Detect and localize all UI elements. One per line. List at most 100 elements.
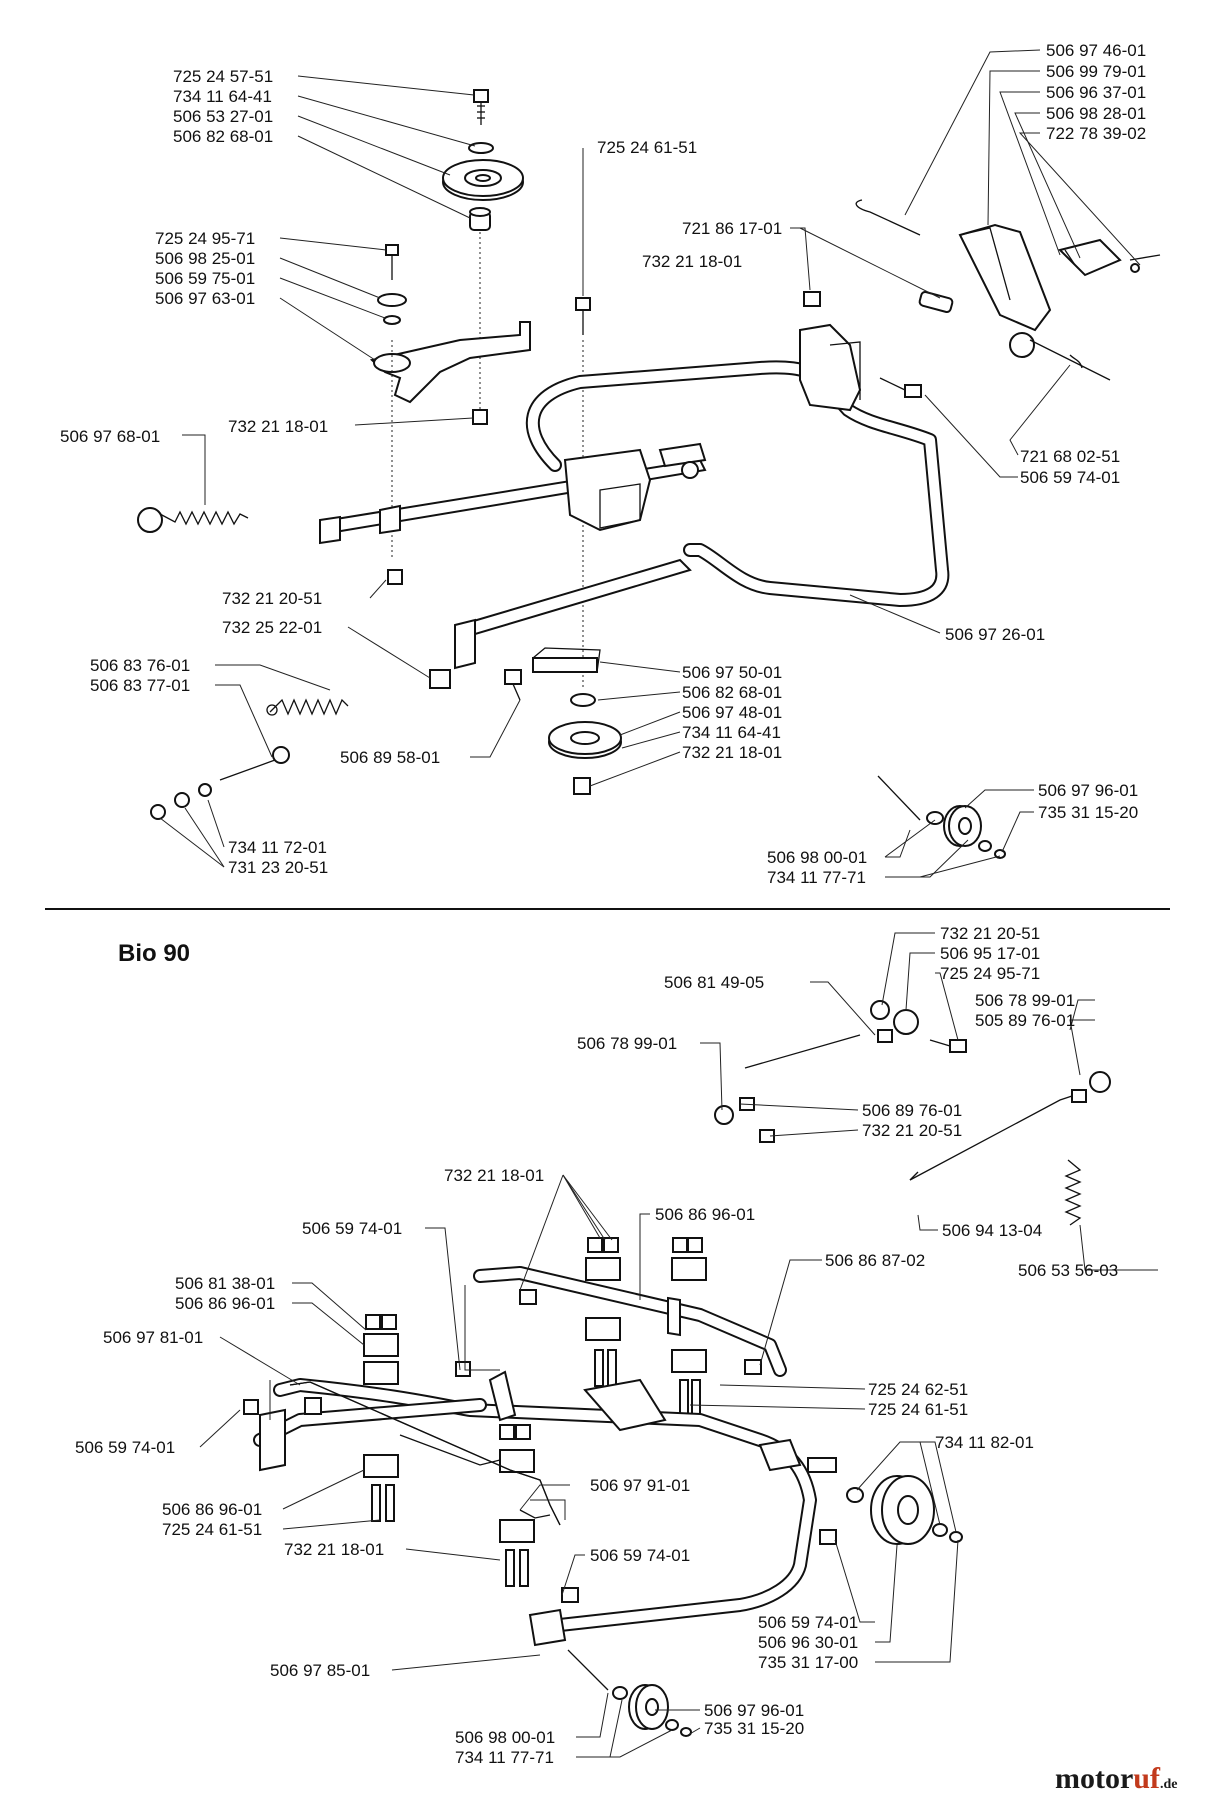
lower-part-labels: 732 21 20-51 506 95 17-01 725 24 95-71 5…: [75, 924, 1118, 1767]
label-735-31-17-00: 735 31 17-00: [758, 1653, 858, 1672]
bracket-left: [259, 1408, 286, 1472]
label-506-97-91-01: 506 97 91-01: [590, 1476, 690, 1495]
washer-left: [377, 293, 407, 307]
label-506-97-63-01: 506 97 63-01: [155, 289, 255, 308]
label-506-86-96-01-m-c: 506 86 96-01: [162, 1500, 262, 1519]
label-506-82-68-01-a: 506 82 68-01: [173, 127, 273, 146]
label-506-81-38-01: 506 81 38-01: [175, 1274, 275, 1293]
pin: [918, 290, 954, 314]
label-506-89-76-01: 506 89 76-01: [862, 1101, 962, 1120]
label-506-53-27-01: 506 53 27-01: [173, 107, 273, 126]
cross-rod-upper: [473, 1266, 787, 1377]
label-506-83-77-01: 506 83 77-01: [90, 676, 190, 695]
section-divider: [45, 908, 1170, 910]
main-frame-tube: [525, 360, 950, 607]
lever-assembly: [855, 199, 1161, 381]
rear-bracket: [799, 323, 862, 412]
label-734-11-77-71-m: 734 11 77-71: [455, 1748, 554, 1767]
pulley-bottom: [548, 721, 622, 759]
label-732-21-18-01-c: 732 21 18-01: [682, 743, 782, 762]
label-725-24-61-51-a: 725 24 61-51: [597, 138, 697, 157]
idler-arm: [369, 321, 531, 404]
label-722-78-39-02: 722 78 39-02: [1046, 124, 1146, 143]
lower-callouts: [199, 932, 1158, 1758]
bracket-lower: [532, 657, 598, 673]
label-506-97-46-01: 506 97 46-01: [1046, 41, 1146, 60]
clamp-set-centre: [585, 1237, 621, 1387]
clamp-set-right: [671, 1237, 707, 1417]
label-506-97-96-01-m: 506 97 96-01: [704, 1701, 804, 1720]
label-725-24-62-51: 725 24 62-51: [868, 1380, 968, 1399]
label-506-98-00-01-a: 506 98 00-01: [767, 848, 867, 867]
logo-word-main: motor: [1055, 1762, 1134, 1795]
upper-assembly-drawing: [137, 89, 1161, 859]
spacer-top: [469, 207, 491, 231]
label-506-59-74-01-m-a: 506 59 74-01: [302, 1219, 402, 1238]
label-506-96-37-01: 506 96 37-01: [1046, 83, 1146, 102]
label-735-31-15-20-a: 735 31 15-20: [1038, 803, 1138, 822]
label-506-59-74-01-m-d: 506 59 74-01: [758, 1613, 858, 1632]
label-734-11-72-01: 734 11 72-01: [228, 838, 327, 857]
cable-upper: [714, 1000, 967, 1143]
logo-word-accent: uf: [1133, 1762, 1160, 1795]
label-732-21-18-01-a: 732 21 18-01: [642, 252, 742, 271]
label-735-31-15-20-m: 735 31 15-20: [704, 1719, 804, 1738]
label-506-97-26-01: 506 97 26-01: [945, 625, 1045, 644]
label-734-11-77-71-a: 734 11 77-71: [767, 868, 866, 887]
label-506-59-75-01: 506 59 75-01: [155, 269, 255, 288]
label-732-21-20-51-m-a: 732 21 20-51: [940, 924, 1040, 943]
label-734-11-64-41-a: 734 11 64-41: [173, 87, 272, 106]
wheel-right: [846, 1475, 963, 1545]
spring-left: [137, 507, 249, 533]
label-732-25-22-01: 732 25 22-01: [222, 618, 322, 637]
label-506-97-50-01: 506 97 50-01: [682, 663, 782, 682]
cable-rod: [909, 1071, 1111, 1181]
label-506-86-96-01-m-a: 506 86 96-01: [655, 1205, 755, 1224]
bracket-bottom: [528, 1608, 567, 1647]
label-506-59-74-01-m-c: 506 59 74-01: [590, 1546, 690, 1565]
bolt-left: [385, 244, 399, 256]
label-732-21-20-51-m-b: 732 21 20-51: [862, 1121, 962, 1140]
label-721-68-02-51: 721 68 02-51: [1020, 447, 1120, 466]
upper-callouts: [159, 49, 1141, 878]
wheel-bottom: [567, 1649, 692, 1737]
label-506-81-49-05: 506 81 49-05: [664, 973, 764, 992]
label-506-99-79-01: 506 99 79-01: [1046, 62, 1146, 81]
label-732-21-18-01-m-a: 732 21 18-01: [444, 1166, 544, 1185]
label-732-21-20-51-a: 732 21 20-51: [222, 589, 322, 608]
lower-assembly-drawing: [243, 1000, 1111, 1737]
section-title-bio-90: Bio 90: [118, 940, 191, 967]
label-506-97-96-01-a: 506 97 96-01: [1038, 781, 1138, 800]
label-732-21-18-01-m-b: 732 21 18-01: [284, 1540, 384, 1559]
label-725-24-61-51-m-a: 725 24 61-51: [868, 1400, 968, 1419]
label-506-97-85-01: 506 97 85-01: [270, 1661, 370, 1680]
label-506-98-25-01: 506 98 25-01: [155, 249, 255, 268]
label-506-59-74-01-a: 506 59 74-01: [1020, 468, 1120, 487]
label-506-97-68-01: 506 97 68-01: [60, 427, 160, 446]
label-506-97-81-01: 506 97 81-01: [103, 1328, 203, 1347]
cross-bar-lower: [458, 558, 692, 639]
main-frame-lower: [253, 1378, 817, 1632]
label-506-82-68-01-b: 506 82 68-01: [682, 683, 782, 702]
label-506-98-28-01: 506 98 28-01: [1046, 104, 1146, 123]
label-506-95-17-01: 506 95 17-01: [940, 944, 1040, 963]
wheel-upper: [877, 775, 1006, 859]
label-732-21-18-01-b: 732 21 18-01: [228, 417, 328, 436]
centre-box: [563, 448, 652, 532]
nut-upper: [472, 409, 488, 425]
label-506-78-99-01-m-b: 506 78 99-01: [975, 991, 1075, 1010]
washer-top: [468, 142, 494, 154]
label-734-11-82-01: 734 11 82-01: [935, 1433, 1034, 1452]
centre-plate: [583, 1378, 667, 1432]
label-721-86-17-01: 721 86 17-01: [682, 219, 782, 238]
label-506-83-76-01: 506 83 76-01: [90, 656, 190, 675]
label-506-98-00-01-m: 506 98 00-01: [455, 1728, 555, 1747]
spring-small: [1064, 1159, 1082, 1226]
label-725-24-61-51-m-b: 725 24 61-51: [162, 1520, 262, 1539]
label-506-53-56-03: 506 53 56-03: [1018, 1261, 1118, 1280]
label-725-24-95-71-a: 725 24 95-71: [155, 229, 255, 248]
clamp-set-middle: [499, 1424, 535, 1587]
label-506-94-13-04: 506 94 13-04: [942, 1221, 1042, 1240]
label-506-96-30-01: 506 96 30-01: [758, 1633, 858, 1652]
